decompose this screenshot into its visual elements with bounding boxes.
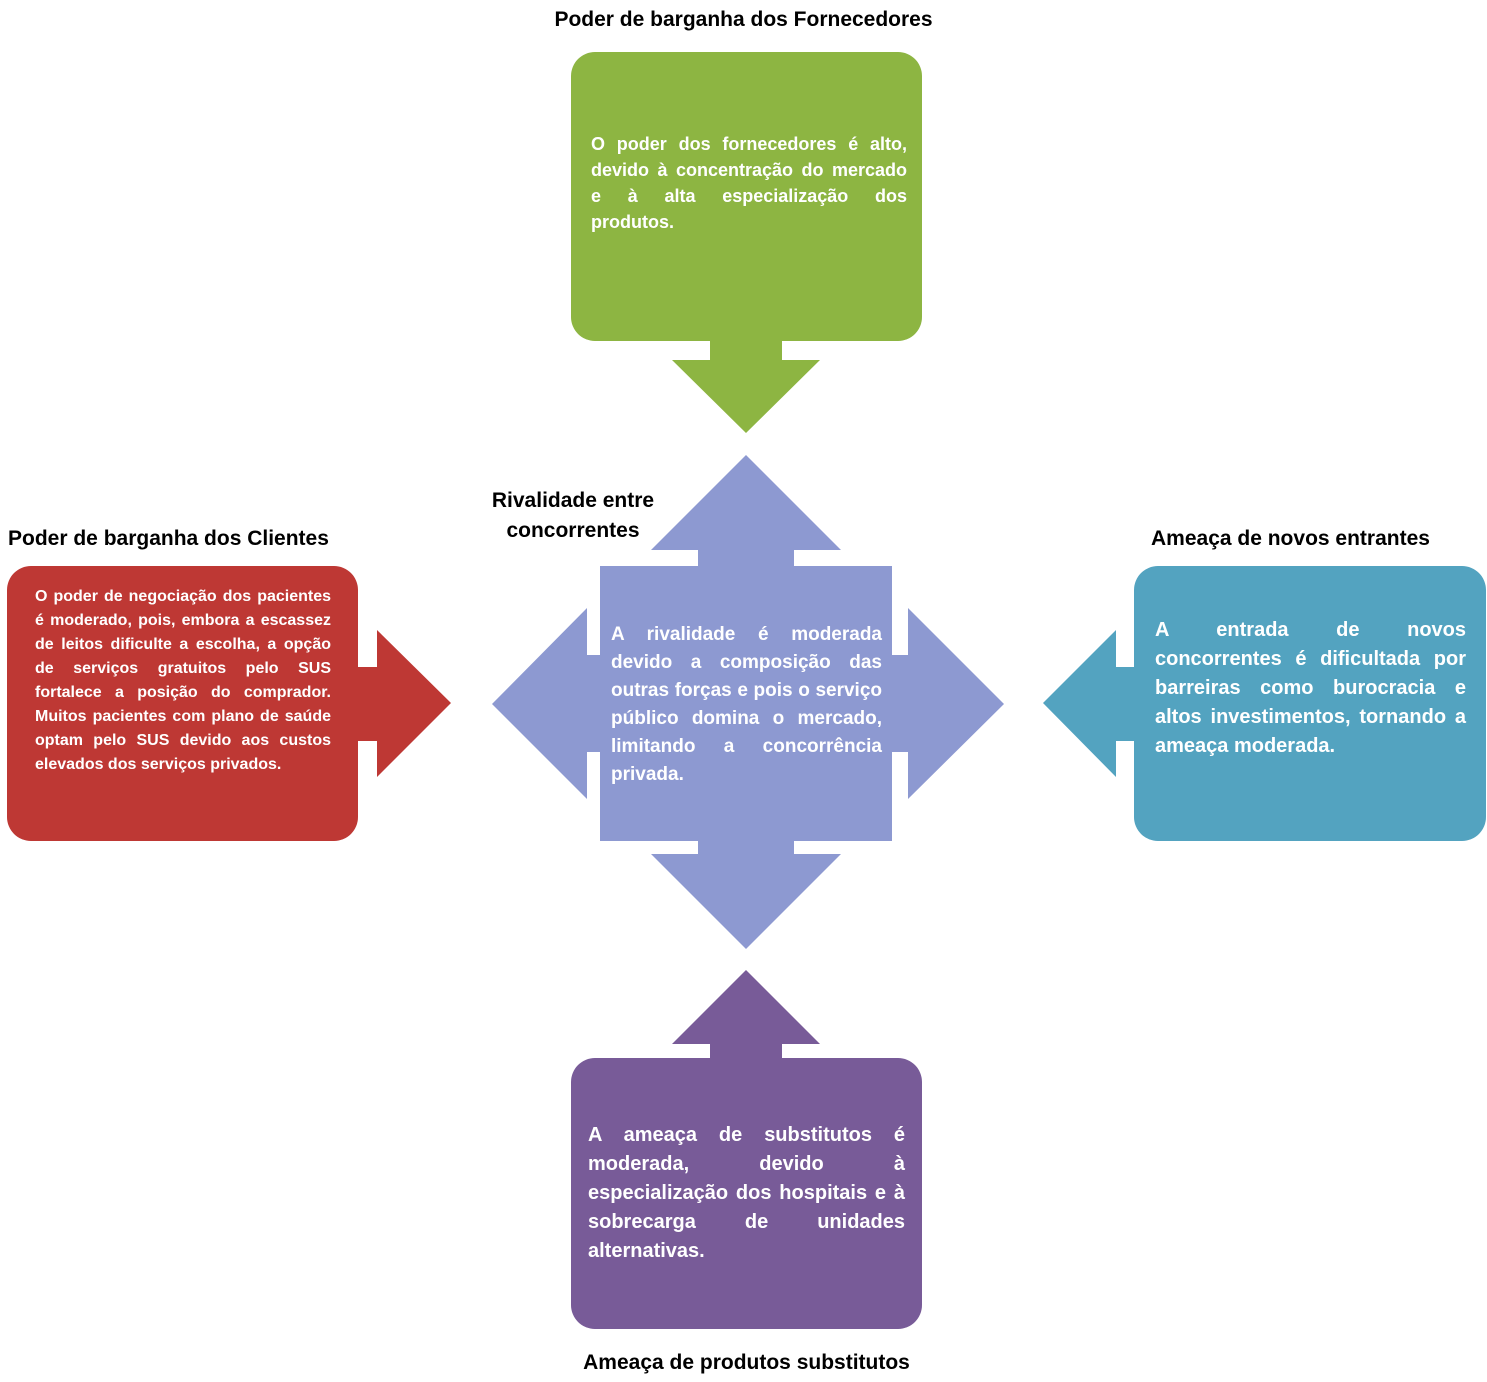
suppliers-box <box>571 52 922 341</box>
clients-text: O poder de negociação dos pacientes é mo… <box>35 588 331 773</box>
substitutes-arrow <box>672 970 820 1065</box>
new-entrants-text: A entrada de novos concorrentes é dificu… <box>1155 619 1466 757</box>
rivalry-text: A rivalidade é moderada devido a composi… <box>611 624 882 785</box>
suppliers-text: O poder dos fornecedores é alto, devido … <box>591 134 907 232</box>
rivalry-title-line-1: Rivalidade entre <box>491 489 655 512</box>
clients-box <box>7 566 358 841</box>
substitutes-text: A ameaça de substitutos é moderada, devi… <box>588 1124 905 1262</box>
clients-title: Poder de barganha dos Clientes <box>8 527 329 550</box>
suppliers-title: Poder de barganha dos Fornecedores <box>554 8 933 31</box>
substitutes-box <box>571 1058 922 1329</box>
rivalry-title-line-2: concorrentes <box>506 519 640 542</box>
rivalry-four-way-arrow <box>492 455 1004 949</box>
substitutes-title: Ameaça de produtos substitutos <box>583 1351 910 1374</box>
suppliers-arrow <box>672 335 820 433</box>
clients-arrow <box>350 630 451 777</box>
rivalry-title: Rivalidade entre concorrentes <box>462 486 684 546</box>
new-entrants-title: Ameaça de novos entrantes <box>1151 527 1430 550</box>
new-entrants-box <box>1134 566 1486 841</box>
new-entrants-arrow <box>1043 630 1140 777</box>
